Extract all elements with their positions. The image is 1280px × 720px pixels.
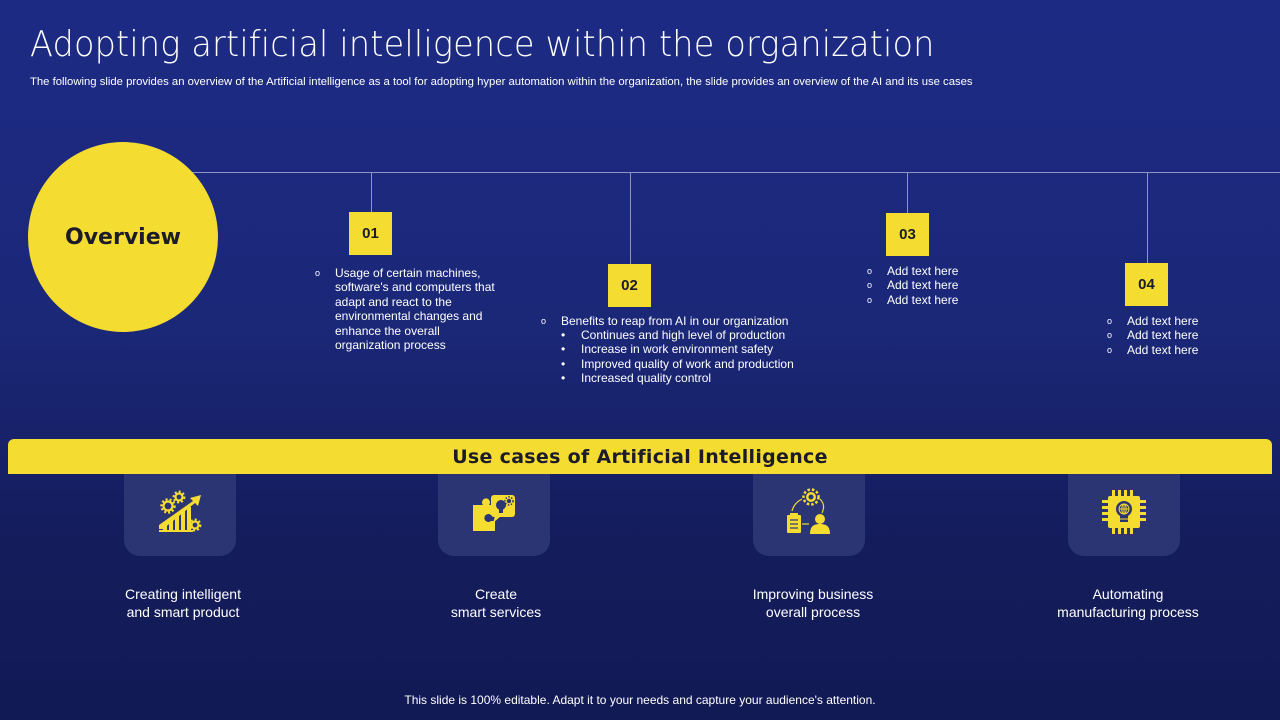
use-case-tile-2	[438, 474, 550, 556]
connector-04	[1147, 172, 1148, 263]
footer-note: This slide is 100% editable. Adapt it to…	[404, 693, 876, 707]
use-case-tile-3	[753, 474, 865, 556]
dot-bullet-icon: •	[561, 328, 566, 342]
dot-bullet-icon: •	[561, 356, 566, 371]
circle-bullet-icon: o	[1107, 330, 1113, 341]
slide-title: Adopting artificial intelligence within …	[30, 24, 935, 65]
slide-subtitle: The following slide provides an overview…	[30, 76, 973, 88]
step-number-04: 04	[1125, 263, 1168, 306]
use-case-tile-1	[124, 474, 236, 556]
process-cycle-person-icon	[787, 488, 830, 534]
dot-bullet-icon: •	[561, 371, 566, 386]
connector-03	[907, 172, 908, 213]
dot-bullet-icon: •	[561, 342, 566, 357]
circle-bullet-icon: o	[867, 294, 873, 305]
list-item: •Improved quality of work and production	[561, 356, 794, 371]
use-case-label-1: Creating intelligent and smart product	[125, 586, 241, 620]
use-cases-heading: Use cases of Artificial Intelligence	[452, 445, 828, 468]
timeline-connector	[190, 172, 1280, 173]
use-cases-banner: Use cases of Artificial Intelligence	[8, 439, 1272, 474]
step-02-sublist: •Continues and high level of production …	[561, 328, 851, 386]
list-item: •Continues and high level of production	[561, 328, 786, 342]
connector-02	[630, 172, 631, 264]
circle-bullet-icon: o	[315, 268, 321, 278]
connector-01	[371, 172, 372, 212]
chip-lightbulb-icon	[1102, 490, 1146, 534]
circle-bullet-icon: o	[1107, 316, 1113, 326]
step-number-02: 02	[608, 264, 651, 307]
circle-bullet-icon: o	[867, 280, 873, 291]
step-number-03: 03	[886, 213, 929, 256]
overview-circle: Overview	[28, 142, 218, 332]
circle-bullet-icon: o	[867, 266, 873, 276]
use-case-tile-4	[1068, 474, 1180, 556]
circle-bullet-icon: o	[541, 316, 547, 326]
use-case-label-4: Automating manufacturing process	[1057, 586, 1199, 620]
step-number-01: 01	[349, 212, 392, 255]
puzzle-lightbulb-icon	[473, 495, 515, 531]
use-case-label-3: Improving business overall process	[752, 586, 874, 620]
overview-label: Overview	[65, 224, 181, 250]
circle-bullet-icon: o	[1107, 344, 1113, 355]
list-item: •Increase in work environment safety	[561, 342, 774, 357]
growth-chart-gears-icon	[159, 490, 202, 532]
list-item: •Increased quality control	[561, 371, 712, 386]
use-case-label-2: Create smart services	[450, 586, 542, 620]
